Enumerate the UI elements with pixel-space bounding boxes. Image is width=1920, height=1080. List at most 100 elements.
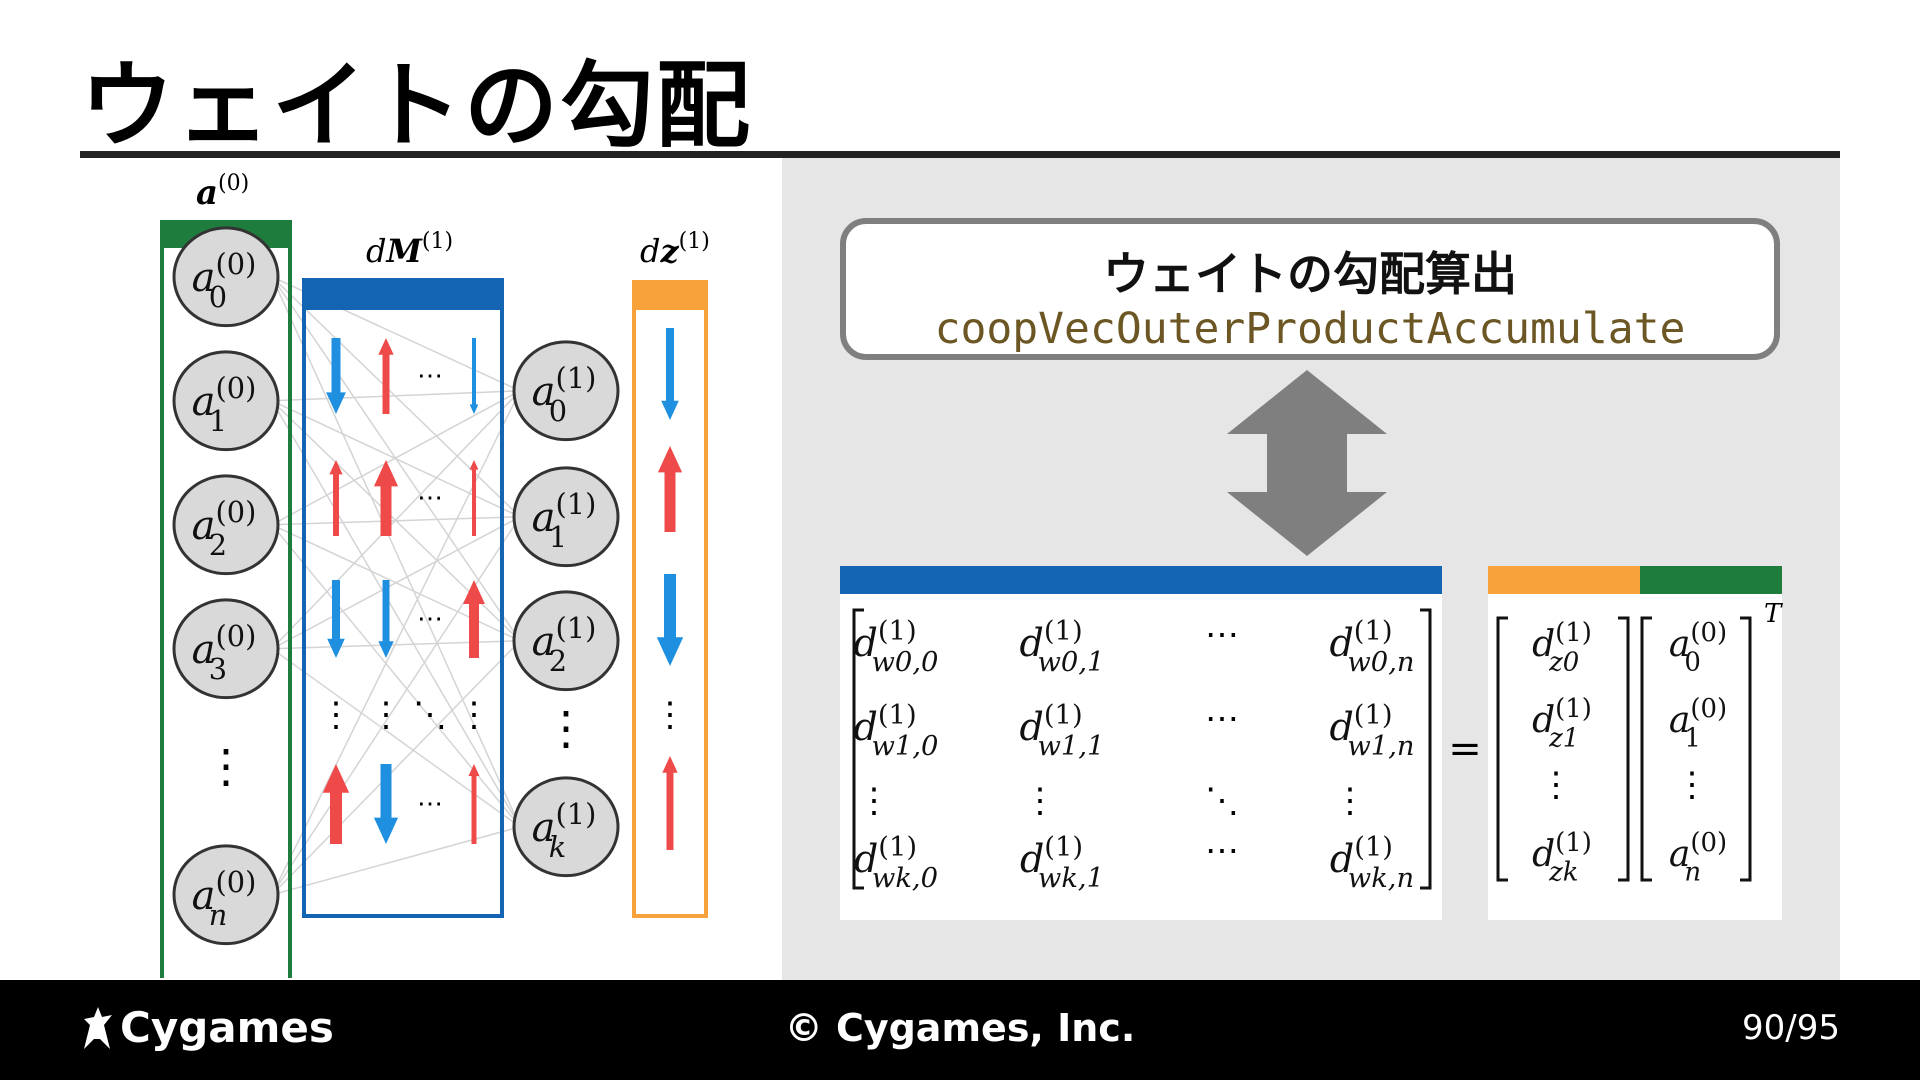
input-node bbox=[172, 474, 280, 576]
matrix-right-bracket bbox=[1420, 608, 1432, 890]
input-node-label: a(0)0 bbox=[192, 247, 257, 314]
node-layer: a(0)0a(0)1a(0)2a(0)3⋮a(0)na(1)0a(1)1a(1)… bbox=[172, 226, 620, 946]
matrix-ellipsis: ⋮ bbox=[1023, 781, 1057, 821]
a-right-bracket bbox=[1740, 616, 1752, 882]
output-node bbox=[512, 466, 620, 568]
input-node bbox=[172, 226, 280, 328]
dz-cell: d(1)zk bbox=[1532, 828, 1592, 888]
matrix-cell: d(1)wk,0 bbox=[854, 832, 938, 894]
output-node bbox=[512, 776, 620, 878]
weight-ellipsis: ⋮ bbox=[319, 695, 353, 735]
gradient-arrow-up bbox=[657, 446, 683, 532]
connection-line bbox=[271, 400, 521, 518]
a-header-bar bbox=[1640, 566, 1782, 594]
weight-arrow-up bbox=[322, 764, 350, 844]
double-arrow-icon bbox=[1227, 370, 1387, 556]
matrix-ellipsis: ⋮ bbox=[857, 781, 891, 821]
weight-column-header-bar bbox=[302, 280, 504, 310]
input-node-label: a(0)3 bbox=[192, 619, 257, 686]
gradient-column-label: dz(1) bbox=[640, 229, 710, 270]
a-cell: a(0)0 bbox=[1669, 618, 1727, 678]
slide-title: ウェイトの勾配 bbox=[80, 52, 753, 161]
weight-column-frame bbox=[302, 278, 504, 918]
connection-line bbox=[271, 640, 521, 896]
input-node bbox=[172, 844, 280, 946]
input-ellipsis: ⋮ bbox=[203, 739, 249, 793]
matrix-ellipsis: ⋮ bbox=[1333, 781, 1367, 821]
connection-line bbox=[271, 390, 521, 526]
cygames-logo-icon bbox=[84, 1006, 112, 1049]
footer-logo-text: Cygames bbox=[120, 1003, 334, 1052]
weight-arrow-down bbox=[326, 338, 346, 414]
matrix-left-bracket bbox=[852, 608, 864, 890]
input-node bbox=[172, 598, 280, 700]
gradient-arrow-down bbox=[661, 328, 679, 420]
a-cell: a(0)n bbox=[1669, 828, 1727, 888]
a-cell: a(0)1 bbox=[1669, 694, 1727, 754]
weight-arrow-down bbox=[378, 580, 394, 658]
weight-ellipsis: ⋯ bbox=[417, 604, 443, 634]
dz-cell: d(1)z0 bbox=[1532, 618, 1592, 678]
footer-logo: Cygames bbox=[80, 1003, 334, 1052]
weight-column-label: dM(1) bbox=[366, 229, 453, 270]
weight-ellipsis: ⋱ bbox=[413, 695, 447, 735]
weight-arrow-up bbox=[378, 338, 394, 414]
output-node bbox=[512, 340, 620, 442]
matrix-ellipsis: ⋯ bbox=[1205, 699, 1239, 739]
weight-ellipsis: ⋮ bbox=[457, 695, 491, 735]
matrix-ellipsis: ⋯ bbox=[1205, 831, 1239, 871]
connection-lines bbox=[271, 276, 521, 896]
gradient-column-frame bbox=[632, 280, 708, 918]
weight-ellipsis: ⋮ bbox=[369, 695, 403, 735]
vectors-background bbox=[1488, 594, 1782, 920]
transpose-marker: T bbox=[1764, 599, 1783, 629]
gradient-arrow-up bbox=[662, 756, 678, 850]
weight-ellipsis: ⋯ bbox=[417, 483, 443, 513]
dz-cell: d(1)z1 bbox=[1532, 694, 1592, 754]
a-ellipsis: ⋮ bbox=[1675, 765, 1709, 805]
matrix-cell: d(1)wk,1 bbox=[1020, 832, 1104, 894]
input-node-label: a(0)1 bbox=[192, 371, 257, 438]
matrix-cell: d(1)w0,0 bbox=[854, 616, 939, 678]
connection-line bbox=[271, 524, 521, 828]
weight-arrow-up bbox=[463, 580, 485, 658]
weight-arrow-up bbox=[469, 460, 479, 536]
input-node bbox=[172, 350, 280, 452]
input-node-label: a(0)n bbox=[192, 865, 257, 932]
connection-line bbox=[271, 390, 521, 896]
output-node-label: a(1)1 bbox=[532, 487, 597, 554]
connection-line bbox=[271, 400, 521, 828]
footer-bar bbox=[0, 980, 1920, 1080]
matrix-background bbox=[840, 594, 1442, 920]
matrix-cell: d(1)w1,n bbox=[1329, 700, 1414, 762]
title-rule bbox=[80, 151, 1840, 158]
weight-ellipsis: ⋯ bbox=[417, 789, 443, 819]
input-column-label: a(0) bbox=[196, 171, 249, 213]
connection-line bbox=[271, 276, 521, 828]
weight-arrow-up bbox=[468, 764, 480, 844]
network-diagram: a(0) dM(1) dz(1) a(0)0a(0)1a(0)2a(0)3⋮a(… bbox=[160, 171, 710, 978]
equals-sign: = bbox=[1448, 726, 1482, 772]
dz-left-bracket bbox=[1496, 616, 1508, 882]
input-column-frame bbox=[160, 220, 292, 978]
matrix-cell: d(1)w1,0 bbox=[854, 700, 939, 762]
matrix-cell: d(1)w0,1 bbox=[1020, 616, 1105, 678]
page-number: 90/95 bbox=[1742, 1008, 1840, 1048]
api-function-name: coopVecOuterProductAccumulate bbox=[934, 304, 1686, 354]
output-ellipsis: ⋮ bbox=[543, 701, 589, 755]
weight-arrow-down bbox=[327, 580, 345, 658]
weight-arrow-up bbox=[373, 460, 399, 536]
weight-ellipsis: ⋯ bbox=[417, 361, 443, 391]
connection-line bbox=[271, 826, 521, 896]
output-node-label: a(1)0 bbox=[532, 361, 597, 428]
footer-copyright: © Cygames, Inc. bbox=[784, 1006, 1136, 1050]
matrix-header-bar bbox=[840, 566, 1442, 594]
gradient-arrow-down bbox=[656, 574, 684, 666]
connection-line bbox=[271, 276, 521, 518]
a-left-bracket bbox=[1640, 616, 1652, 882]
arrow-layer: ⋯⋯⋯⋮⋮⋮⋱⋯⋮ bbox=[319, 328, 687, 850]
connection-line bbox=[271, 648, 521, 828]
api-heading: ウェイトの勾配算出 bbox=[1103, 247, 1517, 301]
